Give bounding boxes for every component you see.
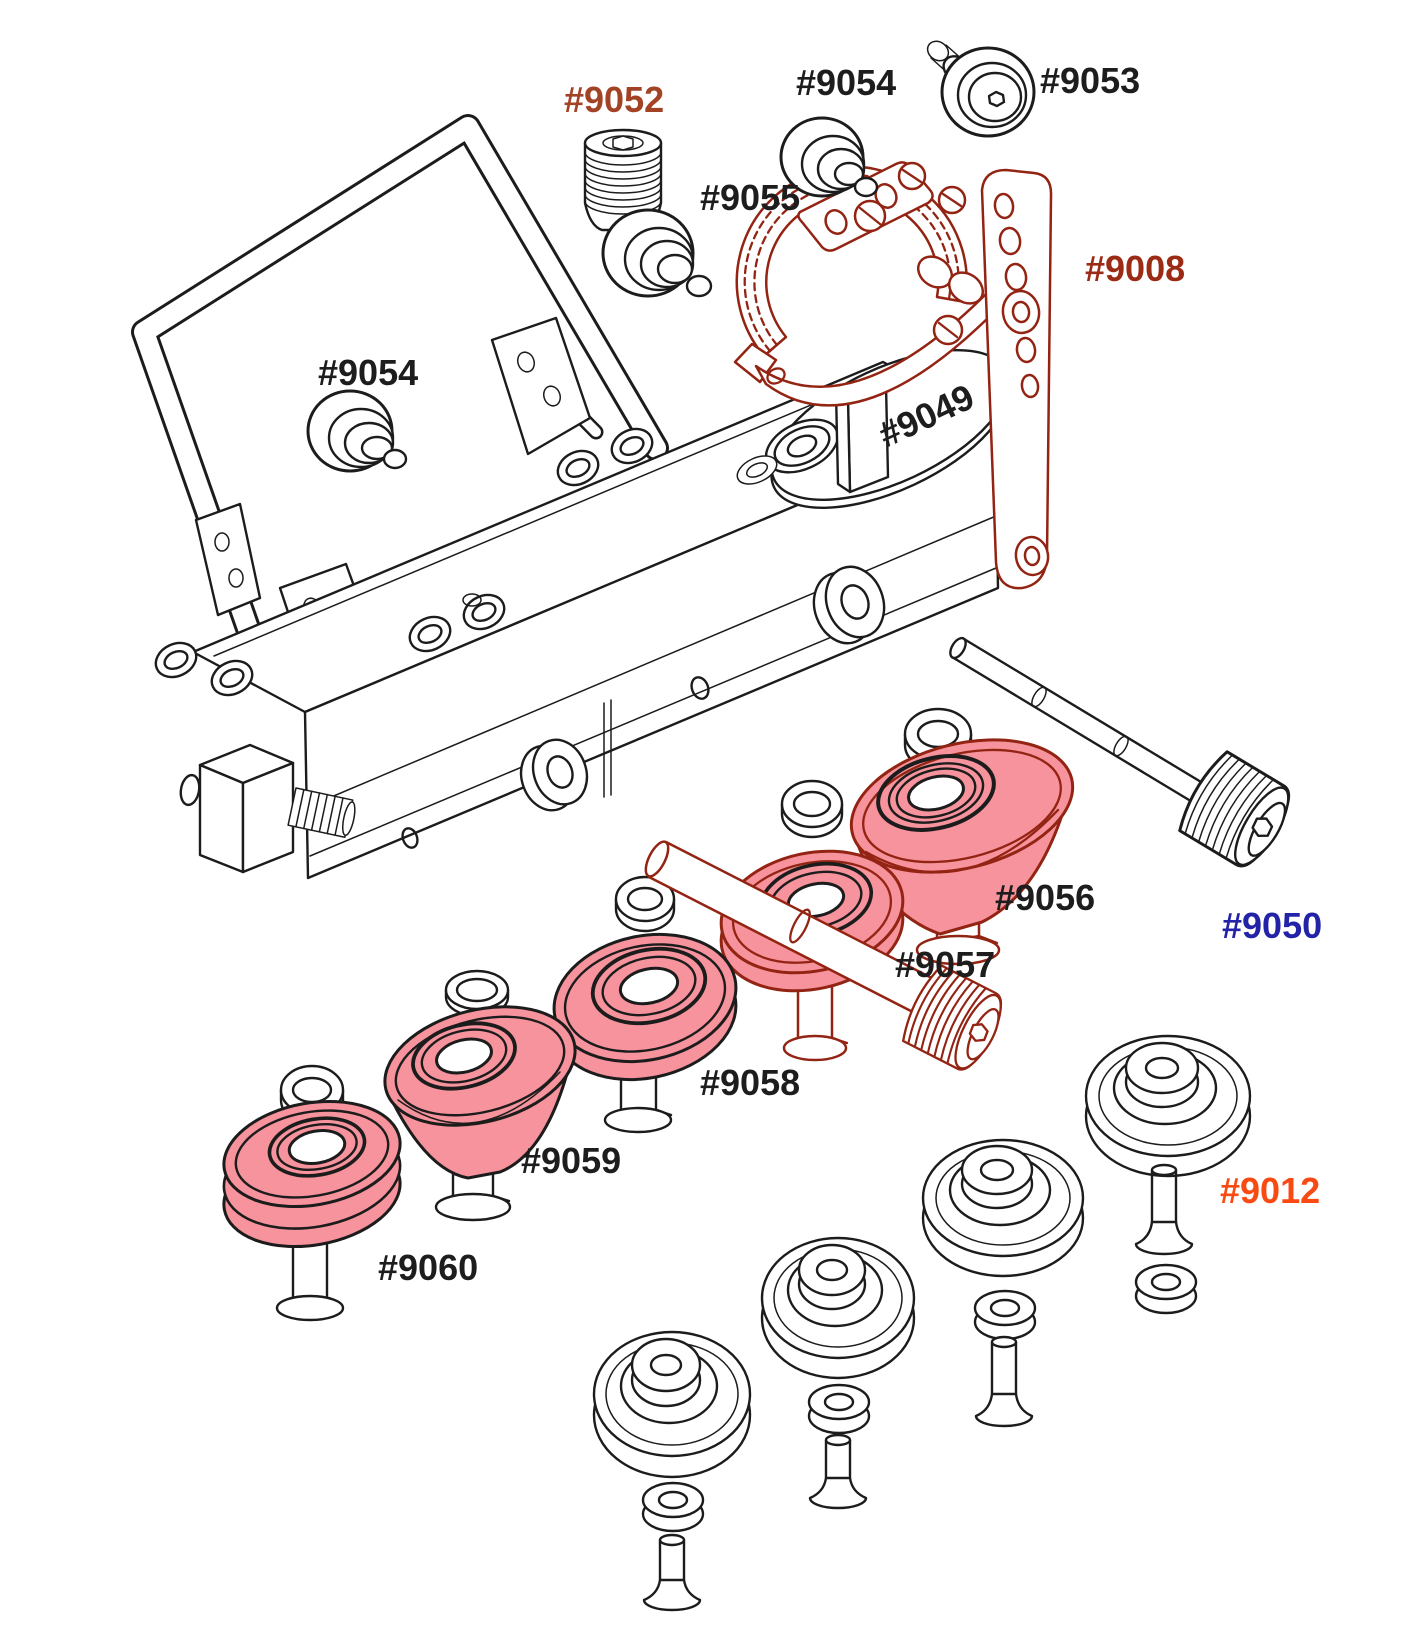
roller-9054-top bbox=[779, 116, 879, 198]
beam-bosses bbox=[519, 565, 886, 812]
label-9008: #9008 bbox=[1085, 248, 1185, 289]
feed-block bbox=[179, 743, 356, 874]
label-9058: #9058 bbox=[700, 1062, 800, 1103]
label-9012: #9012 bbox=[1220, 1170, 1320, 1211]
roller-9053 bbox=[926, 40, 1036, 138]
roller-set-9012 bbox=[1084, 1034, 1252, 1315]
axle-9057 bbox=[644, 840, 1003, 1071]
axle-9050-knob bbox=[1178, 750, 1291, 868]
roller-9055 bbox=[601, 208, 713, 298]
spacer-ring-3 bbox=[614, 875, 676, 933]
roller-set-c bbox=[760, 1236, 916, 1510]
screw-9012 bbox=[1134, 1163, 1194, 1256]
roller-9059 bbox=[383, 1005, 577, 1222]
label-9059: #9059 bbox=[521, 1140, 621, 1181]
label-9053: #9053 bbox=[1040, 60, 1140, 101]
screw-c bbox=[808, 1433, 868, 1510]
hinge-lugs bbox=[154, 427, 654, 697]
roller-9058 bbox=[552, 932, 738, 1134]
roller-9054-left bbox=[306, 389, 408, 473]
screw-d bbox=[642, 1533, 702, 1612]
roller-set-b bbox=[921, 1138, 1085, 1428]
screw-b bbox=[974, 1335, 1034, 1428]
label-9054-left: #9054 bbox=[318, 352, 418, 393]
clamp-9008 bbox=[733, 161, 1004, 407]
roller-9060 bbox=[222, 1099, 402, 1322]
label-9056: #9056 bbox=[995, 877, 1095, 918]
nut-9012 bbox=[1134, 1263, 1198, 1315]
axle-9057-knob bbox=[902, 964, 1003, 1071]
nut-d bbox=[641, 1481, 705, 1533]
plate-bearing bbox=[736, 418, 839, 485]
label-9054-top: #9054 bbox=[796, 62, 896, 103]
label-9055: #9055 bbox=[700, 177, 800, 218]
label-9050: #9050 bbox=[1222, 905, 1322, 946]
spacer-ring-2 bbox=[780, 779, 844, 839]
label-9052: #9052 bbox=[564, 79, 664, 120]
label-9057: #9057 bbox=[895, 944, 995, 985]
roller-set-d bbox=[592, 1330, 752, 1612]
roller-9056 bbox=[849, 738, 1075, 966]
pivot-plate-9049 bbox=[736, 349, 1010, 509]
feed-screw-thread bbox=[287, 787, 356, 838]
label-9060: #9060 bbox=[378, 1247, 478, 1288]
nut-c bbox=[807, 1383, 871, 1435]
nut-b bbox=[973, 1289, 1037, 1341]
lever-arm-9008 bbox=[980, 168, 1053, 590]
axle-9050 bbox=[949, 636, 1291, 868]
